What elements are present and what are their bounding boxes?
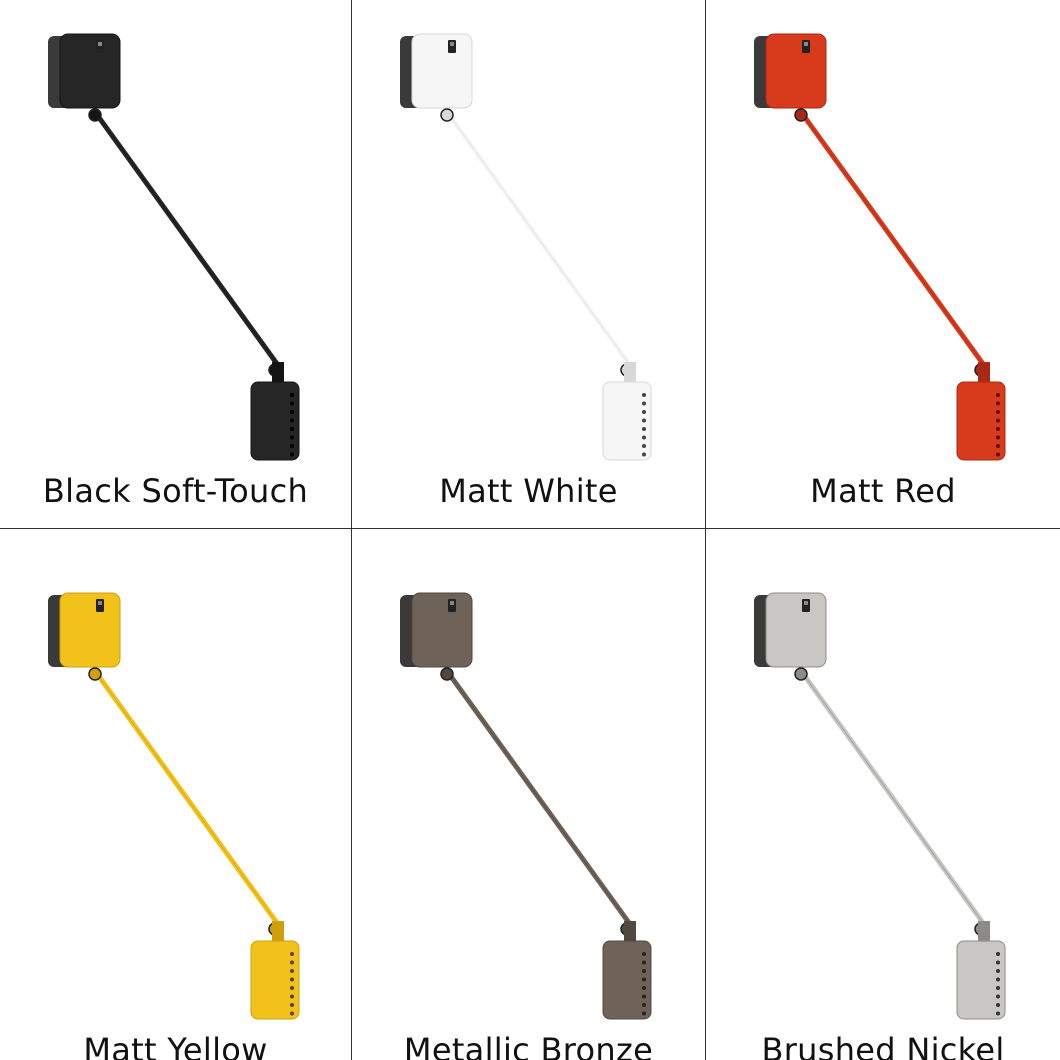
finish-label: Brushed Nickel (761, 1031, 1005, 1060)
upper-joint (440, 667, 454, 681)
wall-lamp-image (48, 33, 300, 461)
finish-option[interactable]: Brushed Nickel (706, 529, 1060, 1060)
finish-label: Matt Red (810, 472, 956, 510)
lamp-head (956, 381, 1006, 461)
upper-joint (440, 108, 454, 122)
finish-label: Metallic Bronze (403, 1031, 654, 1060)
wall-lamp-image (754, 592, 1006, 1020)
wall-lamp-image (48, 592, 300, 1020)
lamp-head (602, 381, 652, 461)
lamp-head (250, 381, 300, 461)
wall-lamp-image (400, 592, 652, 1020)
finish-label: Matt Yellow (83, 1031, 268, 1060)
finish-label: Matt White (439, 472, 618, 510)
finish-option[interactable]: Matt Red (706, 0, 1060, 529)
wall-base (400, 592, 473, 668)
wall-base (48, 592, 121, 668)
upper-joint (794, 108, 808, 122)
finish-option[interactable]: Matt White (352, 0, 706, 529)
lamp-head (250, 940, 300, 1020)
wall-lamp-image (754, 33, 1006, 461)
finish-option[interactable]: Metallic Bronze (352, 529, 706, 1060)
finish-option[interactable]: Matt Yellow (0, 529, 352, 1060)
wall-lamp-image (400, 33, 652, 461)
wall-base (754, 33, 827, 109)
finish-option[interactable]: Black Soft-Touch (0, 0, 352, 529)
upper-joint (88, 667, 102, 681)
upper-joint (88, 108, 102, 122)
wall-base (48, 33, 121, 109)
upper-joint (794, 667, 808, 681)
wall-base (754, 592, 827, 668)
lamp-head (602, 940, 652, 1020)
lamp-head (956, 940, 1006, 1020)
finish-label: Black Soft-Touch (42, 472, 309, 510)
wall-base (400, 33, 473, 109)
